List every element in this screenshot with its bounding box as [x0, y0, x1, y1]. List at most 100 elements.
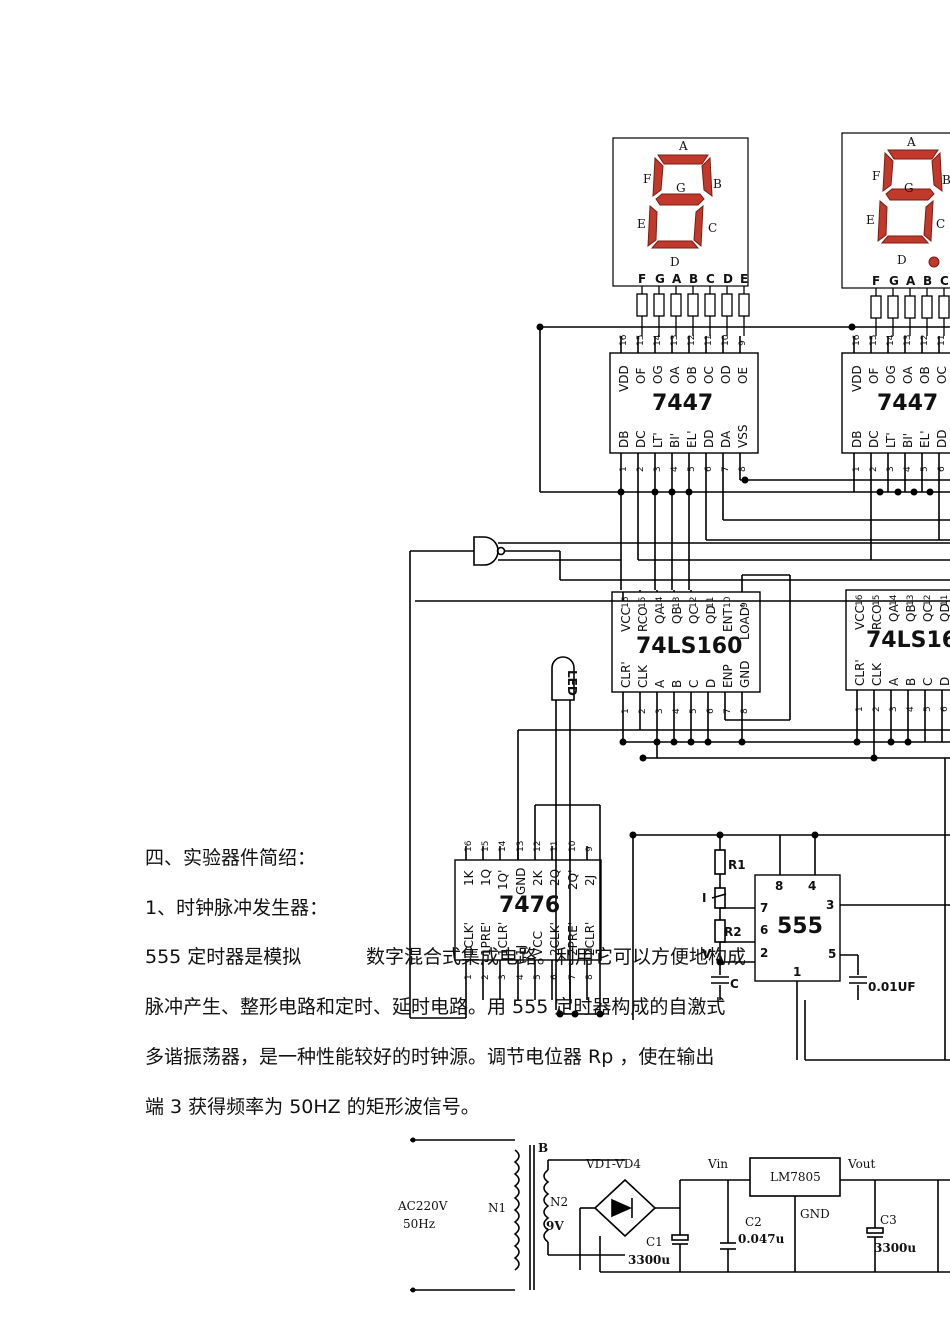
pin-name: GND	[514, 867, 528, 895]
pin-name: DC	[867, 430, 881, 448]
pin-name: VCC	[853, 605, 867, 630]
pin-number: 5	[920, 466, 930, 472]
pin-number: 2	[636, 466, 646, 472]
c2-label: C2	[745, 1215, 762, 1229]
seg-label-b: B	[713, 177, 722, 191]
pin-name: QA	[653, 606, 667, 624]
v9-label: 9V	[546, 1219, 564, 1233]
seg-label-b-right: B	[942, 173, 950, 187]
pin-name: 1CLK'	[462, 922, 476, 956]
pin-name: 2PRE'	[566, 922, 580, 956]
seven-segment-display-right	[841, 132, 950, 336]
pin-number: 1	[464, 974, 474, 980]
pin-name: DB	[617, 431, 631, 448]
pin-name: LOAD'	[738, 604, 752, 640]
pin-number: 4	[903, 466, 913, 472]
pin-number: 14	[653, 334, 663, 346]
pin-letter: G	[889, 274, 899, 288]
pin-name: EL'	[918, 430, 932, 448]
transformer-label: B	[538, 1141, 548, 1155]
pin-letter: A	[672, 272, 682, 286]
seg-label-a: A	[678, 139, 688, 153]
pin-number: 9	[738, 340, 748, 346]
pin-number: 3	[655, 708, 665, 714]
pin-number: 6	[550, 974, 560, 980]
pin-number: 8	[740, 708, 750, 714]
pin-name: OC	[702, 366, 716, 384]
pin-number: 3	[653, 466, 663, 472]
pin-name: QB	[904, 604, 918, 622]
pin-number: 9	[740, 602, 750, 608]
pin-number: 11	[704, 335, 714, 346]
pin-name: A	[653, 679, 667, 688]
vout-label: Vout	[847, 1157, 876, 1171]
regulator-label: LM7805	[770, 1170, 821, 1184]
ac-label: AC220V	[397, 1199, 448, 1213]
flipflop-title: 7476	[499, 893, 560, 918]
body-line-1a: 555 定时器是模拟	[145, 946, 302, 968]
pin-number: 5	[923, 706, 933, 712]
pin-number: 7	[723, 708, 733, 714]
body-line-3: 多谐振荡器，是一种性能较好的时钟源。调节电位器 Rp ，使在输出	[145, 1046, 715, 1068]
pin-letter: F	[638, 272, 646, 286]
pin-number: 1	[621, 708, 631, 714]
pin-name: OG	[884, 365, 898, 384]
pin-name: OG	[651, 365, 665, 384]
pin-name: OA	[668, 366, 682, 384]
seg-label-c: C	[708, 221, 717, 235]
timer-pin: 7	[760, 901, 768, 915]
pin-number: 14	[655, 596, 665, 608]
r1-label: R1	[728, 858, 746, 872]
rp-label: I	[702, 891, 706, 905]
pin-number: 9	[585, 846, 595, 852]
pin-name: OC	[935, 366, 949, 384]
pin-number: 13	[906, 595, 916, 606]
body-line-2: 脉冲产生、整形电路和定时、延时电路。用 555 定时器构成的自激式	[145, 996, 726, 1018]
pin-name: DC	[634, 430, 648, 448]
pin-name: B	[904, 678, 918, 686]
pin-name: OB	[685, 366, 699, 384]
pin-number: 1	[852, 466, 862, 472]
pin-number: 10	[721, 334, 731, 346]
seg-label-e: E	[637, 217, 646, 231]
pin-number: 1	[855, 706, 865, 712]
pin-number: 2	[869, 466, 879, 472]
pin-name: QA	[887, 604, 901, 622]
pin-number: 12	[920, 335, 930, 346]
pin-letter: E	[740, 272, 748, 286]
pin-name: CLR'	[853, 659, 867, 686]
cap-label: 0.01UF	[868, 980, 916, 994]
pin-number: 4	[516, 974, 526, 980]
pin-name: OD	[719, 365, 733, 384]
pin-name: QD	[704, 605, 718, 624]
pin-letter: F	[872, 274, 880, 288]
pin-name: QC	[921, 604, 935, 622]
pin-name: ENT	[721, 607, 735, 632]
pin-number: 11	[550, 841, 560, 852]
pin-name: VDD	[850, 365, 864, 392]
pin-name: DB	[850, 431, 864, 448]
pin-name: CLR'	[619, 661, 633, 688]
seg-label-c-right: C	[936, 217, 945, 231]
pin-name: VCC	[619, 607, 633, 632]
pin-number: 15	[872, 595, 882, 606]
pin-number: 16	[855, 594, 865, 606]
pin-letter: G	[655, 272, 665, 286]
pin-name: QD	[938, 603, 950, 622]
counter-title-left: 74LS160	[636, 634, 742, 659]
decoder-7447-left	[609, 336, 759, 560]
pin-letter: A	[906, 274, 916, 288]
pin-name: EL'	[685, 430, 699, 448]
c1-label: C1	[646, 1235, 663, 1249]
pin-number: 13	[670, 335, 680, 346]
pin-letter: D	[723, 272, 733, 286]
timer-pin: 6	[760, 923, 768, 937]
pin-name: RCO	[636, 606, 650, 632]
pin-number: 4	[670, 466, 680, 472]
pin-number: 12	[687, 335, 697, 346]
pin-name: LT'	[651, 432, 665, 448]
pin-number: 2	[872, 706, 882, 712]
pin-name: 2CLK'	[548, 922, 562, 956]
section-heading: 四、实验器件简绍：	[145, 847, 317, 869]
pin-name: OF	[634, 368, 648, 384]
